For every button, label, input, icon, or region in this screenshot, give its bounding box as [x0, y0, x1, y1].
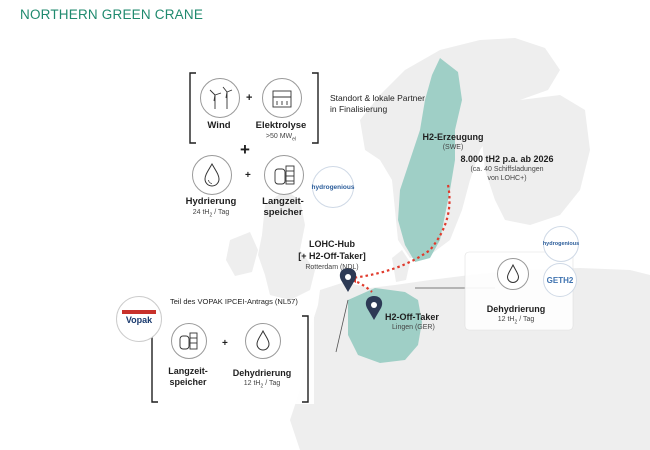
wind-label: Wind: [207, 120, 231, 131]
status-line-1: Standort & lokale Partner: [330, 93, 425, 103]
pin-rotterdam: [339, 268, 357, 292]
transport-note-2: von LOHC+): [487, 175, 527, 182]
hydrogenation-rate-subscript: 2: [209, 212, 213, 219]
dehydrogenation-bottom-label: Dehydrierung: [232, 368, 292, 378]
land-finland: [480, 95, 590, 225]
electrolyser-icon: [262, 78, 302, 118]
callout-line-bottom: [335, 299, 349, 353]
geth2-logo: GETH2: [543, 263, 577, 297]
electrolysis-label: Elektrolyse: [255, 120, 307, 131]
bracket-top-left: [189, 72, 196, 144]
wind-turbine-icon: [200, 78, 240, 118]
electrolysis-capacity: >50 MWel: [265, 133, 297, 143]
land-uk: [258, 190, 315, 300]
droplet-icon-hydrogenation: [192, 155, 232, 195]
plus-symbol-3: +: [222, 338, 228, 349]
plus-symbol-2: +: [245, 170, 251, 181]
storage-top-label-2: speicher: [263, 207, 303, 218]
land-sweden-highlight: [398, 58, 462, 262]
electrolysis-capacity-subscript: el: [292, 136, 297, 143]
hydrogenation-rate: 24 tH2 / Tag: [192, 209, 230, 219]
offtaker-location: Lingen (GER): [392, 324, 435, 331]
hydrogenious-logo: hydrogenious: [312, 166, 355, 208]
hydrogenious-logo-right: hydrogenious: [543, 226, 579, 262]
dehydrogenation-right-label: Dehydrierung: [486, 304, 546, 314]
droplet-icon-bottom: [245, 323, 281, 359]
vopak-logo-text: Vopak: [125, 315, 153, 325]
offtaker-label: H2-Off-Taker: [385, 312, 439, 322]
production-country: (SWE): [442, 144, 464, 151]
storage-tank-icon-top: [264, 155, 304, 195]
storage-top-label-1: Langzeit-: [262, 196, 304, 207]
storage-tank-icon-bottom: [171, 323, 207, 359]
bracket-bottom-right: [302, 315, 309, 403]
dehydrogenation-right-rate: 12 tH2 / Tag: [497, 316, 535, 326]
dehydrogenation-bottom-rate-subscript: 2: [260, 383, 264, 390]
transport-route: [351, 184, 451, 280]
status-line-2: in Finalisierung: [330, 104, 388, 114]
bracket-top-right: [312, 72, 319, 144]
vopak-logo: Vopak: [116, 296, 162, 342]
page-title: NORTHERN GREEN CRANE: [20, 7, 204, 22]
production-label: H2-Erzeugung: [422, 132, 484, 142]
dehydrogenation-bottom-rate: 12 tH2 / Tag: [243, 380, 281, 390]
plus-symbol-large: +: [240, 140, 250, 159]
land-denmark: [392, 250, 410, 282]
plus-symbol: +: [246, 92, 253, 104]
hub-location: Rotterdam (NDL): [305, 264, 359, 271]
transport-volume: 8.000 tH2 p.a. ab 2026: [460, 154, 554, 164]
dehydrogenation-right-rate-subscript: 2: [514, 319, 518, 326]
storage-bottom-label-2: speicher: [169, 377, 207, 387]
hydrogenation-label: Hydrierung: [185, 196, 237, 207]
pin-lingen: [365, 296, 383, 320]
transport-note-1: (ca. 40 Schiffsladungen: [470, 166, 544, 173]
storage-bottom-label-1: Langzeit-: [168, 366, 208, 376]
vopak-logo-stripe: [122, 310, 156, 314]
vopak-note: Teil des VOPAK IPCEI-Antrags (NL57): [170, 297, 298, 306]
droplet-icon-right: [497, 258, 529, 290]
land-ireland: [226, 232, 258, 276]
hub-label: LOHC-Hub: [309, 239, 355, 249]
hub-offtaker-label: [+ H2-Off-Taker]: [298, 251, 366, 261]
